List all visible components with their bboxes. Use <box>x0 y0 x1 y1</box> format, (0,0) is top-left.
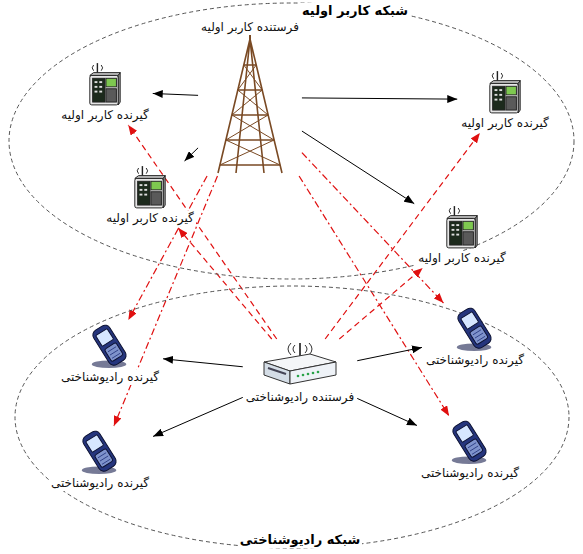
primary-receiver-icon <box>443 203 481 251</box>
primary-receiver: گیرنده کاربر اولیه <box>104 163 195 226</box>
interference-arrow <box>339 268 422 339</box>
signal-arrow <box>302 131 414 204</box>
device-label: فرستنده کاربر اولیه <box>199 20 301 35</box>
device-label: گیرنده کاربر اولیه <box>59 108 150 123</box>
cognitive-receiver-phone-icon <box>76 428 124 476</box>
signal-arrow <box>163 359 243 367</box>
cognitive-network-region: شبکه رادیوشناختی فرستنده رادیوشناختی گیرند… <box>14 285 570 549</box>
interference-arrow <box>178 228 272 339</box>
cognitive-receiver-phone-icon <box>446 418 494 466</box>
signal-arrow <box>357 347 422 360</box>
primary-transmitter-tower-icon <box>212 35 288 175</box>
cognitive-transmitter-icon <box>260 340 340 390</box>
primary-receiver-icon <box>486 68 524 116</box>
device-label: گیرنده رادیوشناختی <box>59 370 161 385</box>
region-ellipse <box>9 3 574 279</box>
signal-arrow <box>302 98 457 99</box>
device-label: فرستنده رادیوشناختی <box>244 390 356 405</box>
cognitive-receiver-phone-icon <box>451 305 499 353</box>
device-label: گیرنده کاربر اولیه <box>104 211 195 226</box>
device-label: گیرنده رادیوشناختی <box>49 476 151 491</box>
interference-arrow <box>302 153 444 303</box>
signal-arrow <box>185 148 199 161</box>
device-label: گیرنده رادیوشناختی <box>424 353 526 368</box>
primary-receiver-icon <box>86 60 124 108</box>
cognitive-receiver-phone: گیرنده رادیوشناختی <box>59 322 161 385</box>
network-title: شبکه رادیوشناختی <box>238 532 363 548</box>
interference-arrow <box>299 176 449 416</box>
device-label: گیرنده کاربر اولیه <box>459 116 550 131</box>
cognitive-receiver-phone-icon <box>86 322 134 370</box>
region-outline <box>14 285 570 549</box>
signal-arrow <box>153 93 198 95</box>
primary-receiver: گیرنده کاربر اولیه <box>459 68 550 131</box>
cognitive-receiver-phone: گیرنده رادیوشناختی <box>424 305 526 368</box>
primary-receiver: گیرنده کاربر اولیه <box>416 203 507 266</box>
interference-arrow <box>128 125 277 339</box>
device-label: گیرنده کاربر اولیه <box>416 251 507 266</box>
network-title: شبکه کاربر اولیه <box>300 3 410 19</box>
cognitive-receiver-phone: گیرنده رادیوشناختی <box>419 418 521 481</box>
signal-arrow <box>153 397 243 436</box>
primary-receiver-icon <box>131 163 169 211</box>
primary-receiver: گیرنده کاربر اولیه <box>59 60 150 123</box>
device-label: گیرنده رادیوشناختی <box>419 466 521 481</box>
primary-transmitter-tower: فرستنده کاربر اولیه <box>199 20 301 175</box>
region-outline <box>8 2 575 280</box>
primary-network-region: شبکه کاربر اولیهفرستنده کاربر اولیه گیرند… <box>8 2 575 280</box>
interference-arrow <box>325 133 480 339</box>
signal-arrow <box>357 398 417 425</box>
cognitive-receiver-phone: گیرنده رادیوشناختی <box>49 428 151 491</box>
region-ellipse <box>15 286 569 548</box>
cognitive-transmitter: فرستنده رادیوشناختی <box>244 340 356 405</box>
